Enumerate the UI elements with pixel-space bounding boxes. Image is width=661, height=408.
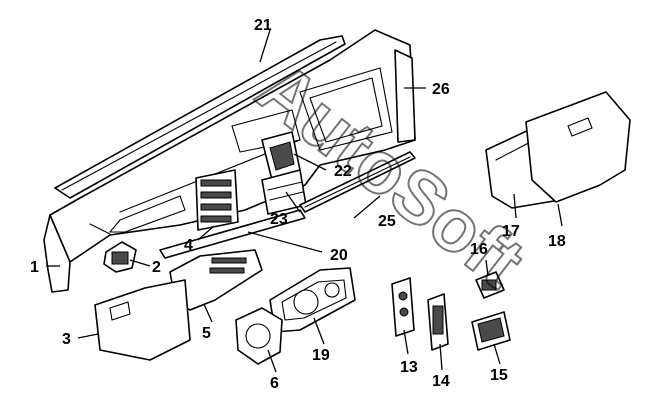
callout-16: 16 — [470, 241, 488, 258]
callout-3: 3 — [62, 331, 71, 348]
callout-22: 20 — [330, 247, 348, 264]
callout-19: 21 — [254, 17, 272, 34]
callout-6: 6 — [270, 375, 279, 392]
part-26-end-panel[interactable] — [394, 49, 416, 143]
part-13-switch-panel[interactable] — [391, 277, 415, 337]
part-3-knee-bolster[interactable] — [94, 279, 191, 361]
callout-25: 25 — [378, 213, 396, 230]
part-14-switch-panel[interactable] — [427, 293, 449, 351]
callout-17: 17 — [502, 223, 520, 240]
part-4-vent-grille[interactable] — [195, 169, 239, 231]
part-19-top-trim[interactable] — [54, 35, 346, 199]
part-16-switch[interactable] — [475, 271, 505, 299]
dashboard-body[interactable] — [43, 29, 416, 293]
callout-2: 2 — [152, 259, 161, 276]
part-5-lower-cover[interactable] — [169, 249, 263, 311]
part-2-switch-block[interactable] — [103, 241, 137, 273]
part-6-gauge-bezel[interactable] — [235, 307, 283, 365]
callout-4: 4 — [184, 237, 193, 254]
leader-lines — [46, 29, 563, 373]
part-22-lower-trim[interactable] — [159, 209, 306, 259]
callout-5: 5 — [202, 325, 211, 342]
part-15-control-panel[interactable] — [471, 311, 511, 351]
callout-23: 19 — [312, 347, 330, 364]
part-25-trim-strip[interactable] — [299, 151, 416, 213]
callout-13: 13 — [400, 359, 418, 376]
part-18-glove-box-lid[interactable] — [525, 91, 631, 203]
callout-26: 26 — [432, 81, 450, 98]
part-23-instrument-cluster[interactable] — [269, 267, 356, 333]
callout-15: 15 — [490, 367, 508, 384]
callout-1: 1 — [30, 259, 39, 276]
callout-14: 14 — [432, 373, 450, 390]
part-20-center-bezel[interactable] — [261, 131, 301, 181]
callout-21: 23 — [270, 211, 288, 228]
callout-18: 18 — [548, 233, 566, 250]
callout-20: 22 — [334, 163, 352, 180]
callout-labels: 21 26 22 23 25 20 4 2 1 3 5 6 19 13 14 1… — [30, 17, 566, 392]
